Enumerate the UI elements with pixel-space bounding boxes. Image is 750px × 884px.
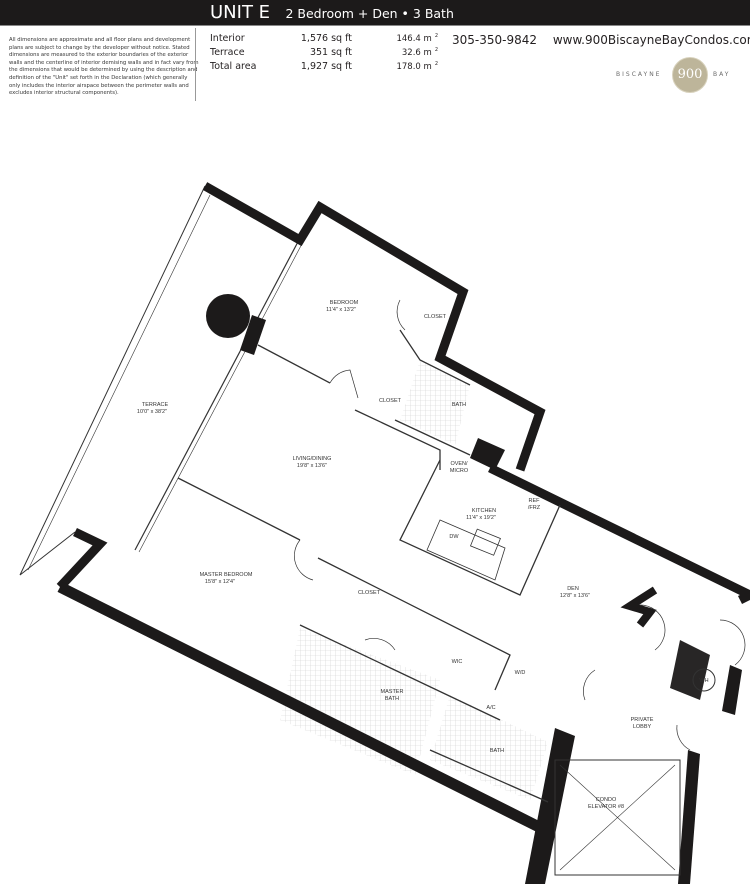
door-swings: [294, 299, 746, 751]
exterior-wall-top: [202, 182, 546, 472]
phone-number: 305-350-9842: [452, 33, 538, 47]
room-closet-2: CLOSET: [379, 398, 402, 404]
room-master-bath: MASTER: [381, 689, 404, 695]
area-sqft: 1,927 sq ft: [300, 61, 352, 72]
room-terrace: TERRACE: [142, 402, 169, 408]
structural-column: [206, 294, 250, 338]
logo-seal: 900: [672, 57, 708, 93]
room-terrace-dim: 10'0" x 38'2": [137, 409, 167, 415]
room-closet-1: CLOSET: [424, 314, 447, 320]
interior-walls: [177, 329, 561, 803]
lobby-wall-upper: [670, 640, 710, 700]
label-micro: MICRO: [450, 468, 469, 474]
label-dishwasher: DW: [449, 534, 459, 540]
label-ac: A/C: [486, 705, 495, 711]
exterior-wall-right: [488, 463, 750, 605]
bath2-tile: [430, 695, 548, 800]
label-frz: /FRZ: [528, 505, 541, 511]
terrace-railing: [19, 185, 206, 576]
water-heater: [692, 668, 716, 692]
disclaimer-text: All dimensions are approximate and all f…: [9, 37, 199, 97]
area-sqm-sup: 2: [434, 61, 438, 67]
wh-wall: [722, 665, 742, 715]
room-bath-2: BATH: [490, 748, 504, 754]
room-living-dining-dim: 19'8" x 13'6": [297, 463, 327, 469]
bath-tile: [400, 360, 470, 445]
exterior-wall-left: [56, 527, 108, 591]
area-label: Total area: [210, 61, 257, 72]
room-bedroom: BEDROOM: [330, 300, 359, 306]
header-bar: UNIT E 2 Bedroom + Den • 3 Bath: [0, 0, 750, 26]
exterior-wall-notch: [620, 586, 658, 628]
master-bath-tile: [280, 628, 440, 775]
room-bedroom-dim: 11'4" x 13'2": [326, 307, 356, 313]
label-water-heater: WH: [699, 678, 708, 684]
label-elevator: CONDO: [596, 797, 617, 803]
elevator-cross: [559, 764, 676, 871]
logo-right-text: BAY: [713, 71, 731, 78]
unit-subtitle: 2 Bedroom + Den • 3 Bath: [285, 6, 454, 21]
room-kitchen: KITCHEN: [472, 508, 496, 514]
room-private-lobby-2: LOBBY: [633, 724, 652, 730]
room-master-bedroom: MASTER BEDROOM: [200, 572, 253, 578]
unit-name: UNIT E: [210, 2, 271, 23]
shaft-wall: [470, 438, 505, 470]
divider: [195, 28, 196, 101]
room-living-dining: LIVING/DINING: [293, 456, 332, 462]
label-oven: OVEN/: [450, 461, 468, 467]
website-link[interactable]: www.900BiscayneBayCondos.com: [552, 33, 750, 47]
room-kitchen-dim: 11'4" x 19'2": [466, 515, 496, 521]
biscayne-900-logo: BISCAYNE 900 BAY: [616, 56, 741, 96]
contact-info: 305-350-9842 www.900BiscayneBayCondos.co…: [452, 33, 750, 47]
area-sqm-sup: 2: [434, 47, 438, 53]
kitchen-sink: [469, 528, 501, 556]
area-sqm-sup: 2: [434, 33, 438, 39]
exterior-wall-bottom: [57, 582, 548, 835]
room-private-lobby: PRIVATE: [631, 717, 654, 723]
room-master-bath-2: BATH: [385, 696, 399, 702]
room-closet-3: CLOSET: [358, 590, 381, 596]
room-den-dim: 12'8" x 13'6": [560, 593, 590, 599]
area-sqm-value: 146.4 m: [396, 33, 432, 44]
label-washer-dryer: W/D: [515, 670, 526, 676]
area-sqft: 351 sq ft: [309, 47, 352, 58]
lobby-wall-right: [678, 750, 700, 884]
label-ref: REF: [529, 498, 541, 504]
room-master-bedroom-dim: 15'8" x 12'4": [205, 579, 235, 585]
room-wic: WIC: [452, 659, 463, 665]
area-sqm-value: 32.6 m: [401, 47, 432, 58]
elevator-shaft: [554, 759, 681, 876]
column: [240, 315, 266, 355]
area-sqm-value: 178.0 m: [396, 61, 432, 72]
area-label: Terrace: [210, 47, 245, 58]
window-wall: [134, 237, 301, 551]
terrace-railing-inner: [27, 194, 211, 571]
label-elevator-2: ELEVATOR #8: [588, 804, 624, 810]
logo-left-text: BISCAYNE: [616, 71, 662, 78]
area-sqft: 1,576 sq ft: [300, 33, 352, 44]
room-den: DEN: [567, 586, 579, 592]
window-wall-inner: [138, 239, 305, 553]
kitchen-island: [426, 519, 506, 581]
room-bath-1: BATH: [452, 402, 466, 408]
unit-title: UNIT E 2 Bedroom + Den • 3 Bath: [210, 2, 454, 23]
area-label: Interior: [210, 33, 245, 44]
